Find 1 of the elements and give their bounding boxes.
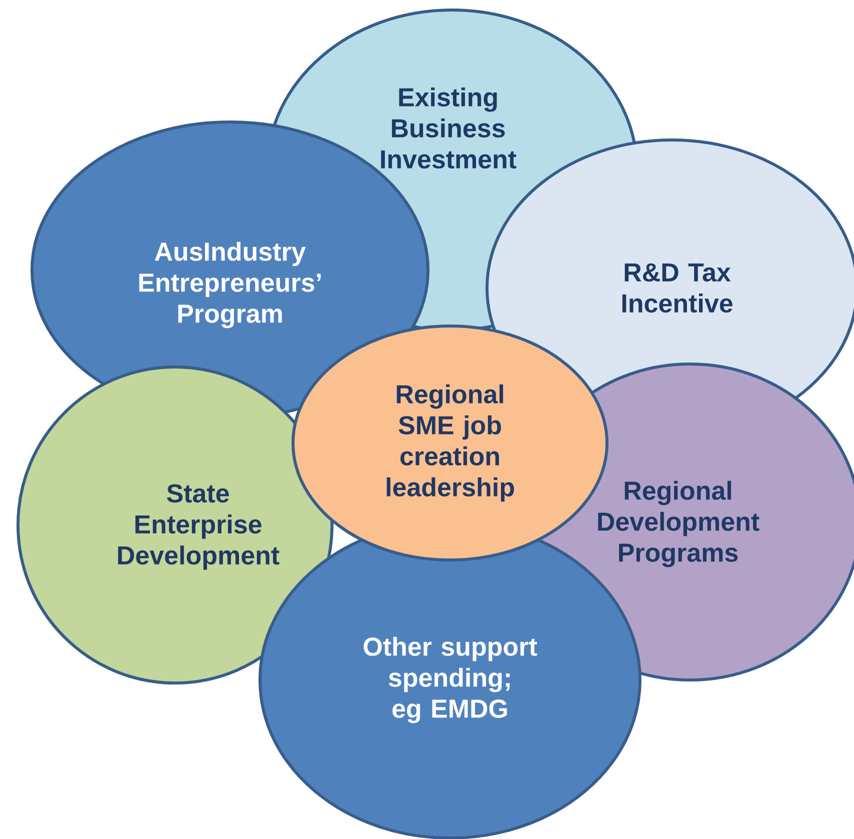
ellipse-node: State Enterprise Development xyxy=(16,366,334,684)
